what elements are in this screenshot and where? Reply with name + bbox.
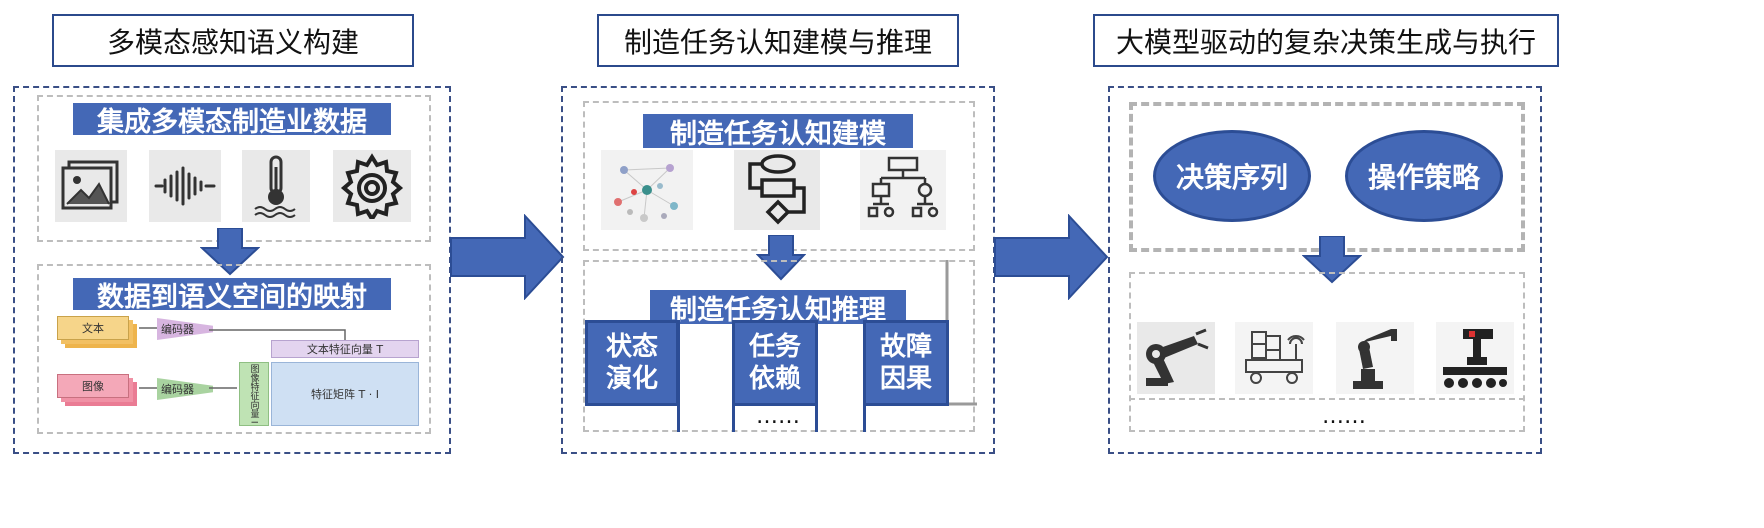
industrial-robot-icon — [1336, 322, 1414, 394]
column-title-perception: 多模态感知语义构建 — [52, 14, 414, 67]
network-graph-icon — [601, 150, 693, 230]
image-input-label: 图像 — [82, 380, 104, 393]
fault-causality-node: 故障 因果 — [863, 320, 949, 406]
more-ellipsis: …… — [1322, 404, 1366, 429]
mapping-label: 数据到语义空间的映射 — [73, 278, 391, 313]
feature-matrix-label: 特征矩阵 T · I — [311, 388, 379, 401]
execution-section — [1129, 272, 1525, 432]
modeling-label: 制造任务认知建模 — [643, 114, 913, 150]
encoder-label: 编码器 — [161, 323, 194, 336]
image-vector-label: 图像特征向量 I — [248, 364, 259, 424]
conveyor-robot-icon — [1436, 322, 1514, 394]
state-evolution-node: 状态 演化 — [585, 320, 679, 406]
column-title-text: 制造任务认知建模与推理 — [623, 25, 932, 59]
section-bracket — [945, 260, 977, 406]
text-input-label: 文本 — [82, 322, 104, 335]
right-arrow-icon — [994, 214, 1109, 300]
text-vector-label: 文本特征向量 T — [306, 343, 384, 356]
down-arrow-icon — [756, 235, 806, 281]
right-arrow-icon — [450, 214, 565, 300]
task-dependency-node: 任务 依赖 — [732, 320, 818, 406]
column-title-text: 大模型驱动的复杂决策生成与执行 — [1115, 25, 1536, 59]
flowchart-icon — [734, 150, 820, 230]
decision-panel — [1108, 86, 1542, 454]
encoder-label: 编码器 — [161, 383, 194, 396]
agv-cart-icon — [1235, 322, 1313, 394]
decision-sequence-ellipse: 决策序列 — [1153, 130, 1311, 222]
reasoning-label: 制造任务认知推理 — [650, 290, 906, 326]
cognition-reasoning-section — [583, 260, 975, 432]
audio-wave-icon — [149, 150, 221, 222]
hierarchy-tree-icon — [860, 150, 946, 230]
image-icon — [55, 150, 127, 222]
semantic-mapping-section — [37, 264, 431, 434]
execution-subrow — [1129, 398, 1525, 432]
down-arrow-icon — [200, 228, 260, 276]
integration-label: 集成多模态制造业数据 — [73, 103, 391, 138]
operation-strategy-ellipse: 操作策略 — [1345, 130, 1503, 222]
column-title-text: 多模态感知语义构建 — [106, 25, 359, 59]
more-ellipsis: …… — [756, 404, 800, 429]
down-arrow-icon — [1302, 236, 1362, 284]
gear-icon — [333, 150, 411, 222]
column-title-decision: 大模型驱动的复杂决策生成与执行 — [1093, 14, 1559, 67]
robot-arm-icon — [1137, 322, 1215, 394]
thermometer-icon — [242, 150, 310, 222]
encoder-diagram: 文本 编码器 文本特征向量 T 图像 编码器 图像特征向量 I 特征矩阵 T ·… — [47, 312, 419, 430]
column-title-cognition: 制造任务认知建模与推理 — [597, 14, 959, 67]
